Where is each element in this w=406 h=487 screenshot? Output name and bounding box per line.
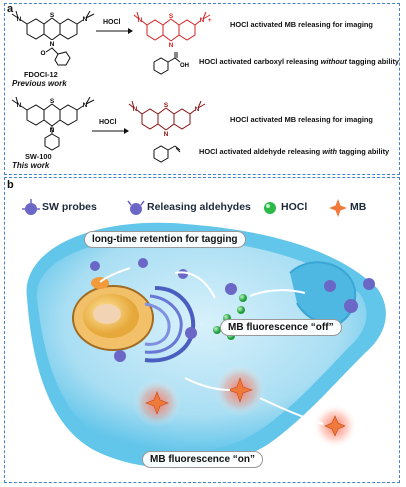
svg-text:N: N [138,17,143,24]
previous-work-caption: Previous work [12,79,67,88]
svg-text:N: N [83,102,88,109]
svg-text:S: S [50,98,55,105]
benzaldehyde-structure [153,145,181,163]
sw-100-structure: S N N N [11,96,95,151]
svg-text:S: S [169,13,174,20]
legend-hocl: HOCl [281,201,308,213]
callout-fluorescence-off: MB fluorescence “off” [220,319,342,336]
fdoci-12-structure: S N N N N O [11,10,95,66]
svg-text:N: N [133,106,138,113]
svg-text:+: + [208,18,212,24]
benzoic-acid-structure: OH [153,52,189,75]
svg-text:N: N [17,16,22,23]
svg-text:N: N [50,127,55,134]
svg-text:S: S [164,102,169,109]
reagent-label-2: HOCl [99,119,117,126]
product-carboxyl-text: HOCl activated carboxyl releasing withou… [199,57,400,66]
fdoci-12-name: FDOCI-12 [24,70,58,79]
product-aldehyde-text: HOCl activated aldehyde releasing with t… [199,147,390,156]
svg-text:N: N [200,17,205,24]
cell-illustration [26,222,386,469]
mb-icon [329,199,347,217]
panel-b-label: b [7,179,14,191]
hocl-icon [264,202,276,214]
callout-fluorescence-on: MB fluorescence “on” [142,451,264,468]
mb-structure-2: S N N N [128,100,206,138]
panel-a-label: a [7,3,14,15]
product-mb-text-1: HOCl activated MB releasing for imaging [230,20,373,29]
svg-text:OH: OH [180,63,189,69]
releasing-aldehyde-icon [127,200,145,215]
panel-b [4,177,400,483]
svg-text:N: N [169,42,174,49]
legend-sw-probes: SW probes [42,201,97,213]
sw-100-name: SW-100 [25,152,52,161]
product-mb-text-2: HOCl activated MB releasing for imaging [230,115,373,124]
svg-text:S: S [50,12,55,19]
sw-probe-icon [22,199,40,215]
reaction-arrow-2 [92,128,129,134]
mb-structure-1: S N N N + [133,11,212,49]
panel-a [4,3,400,175]
svg-text:N: N [50,41,55,48]
svg-text:N: N [83,16,88,23]
svg-text:N: N [164,131,169,138]
svg-text:N: N [195,106,200,113]
svg-text:O: O [40,50,45,57]
this-work-caption: This work [12,161,50,170]
svg-text:N: N [50,41,55,48]
reaction-arrow-1 [96,28,133,34]
callout-retention: long-time retention for tagging [84,231,246,248]
reagent-label-1: HOCl [103,19,121,26]
svg-text:N: N [17,102,22,109]
legend-releasing-aldehydes: Releasing aldehydes [147,201,251,213]
legend-mb: MB [350,201,367,213]
